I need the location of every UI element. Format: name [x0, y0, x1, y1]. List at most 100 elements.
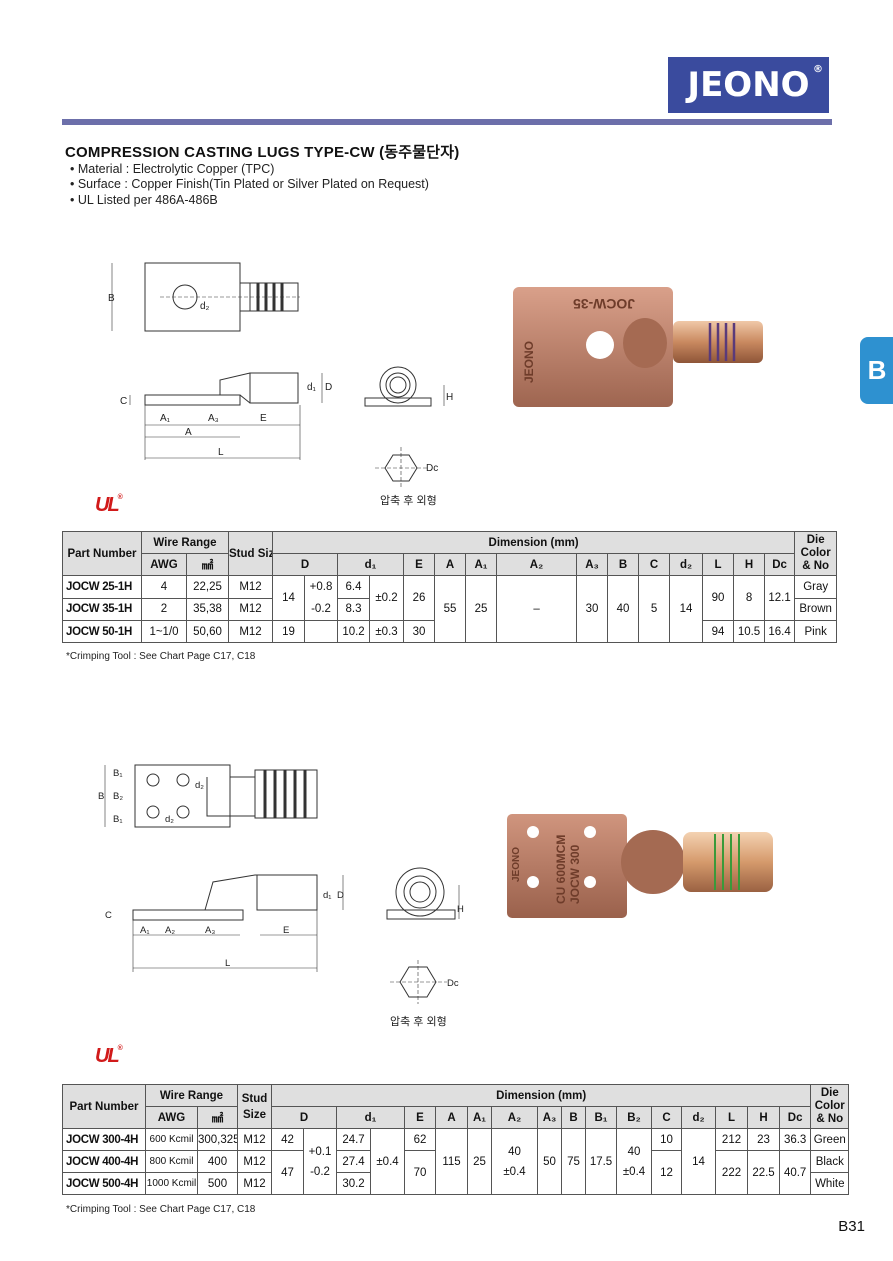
product-photo-2: CU 600MCM JOCW 300 JEONO	[507, 814, 773, 918]
label-C-2: C	[105, 910, 112, 921]
header-die-color: Die Color & No	[794, 531, 838, 576]
label-D-2: D	[337, 890, 344, 901]
header-D-2: D	[271, 1106, 338, 1129]
bullet-surface: • Surface : Copper Finish(Tin Plated or …	[70, 177, 429, 191]
header-B: B	[607, 553, 640, 576]
label-A1: A₁	[160, 413, 171, 424]
caption-after-crimp-1: 압축 후 외형	[380, 495, 437, 507]
header-die-color-2: Die Color & No	[810, 1084, 850, 1129]
label-B-2: B	[98, 791, 104, 802]
header-mm2: ㎟	[185, 553, 230, 576]
header-d2: d₂	[669, 553, 704, 576]
header-Dc: Dc	[764, 553, 796, 576]
spec-table-2: Part Number Wire Range Stud Size Dimensi…	[62, 1084, 850, 1195]
header-part-number: Part Number	[62, 531, 142, 576]
brand-logo: JEONO ®	[668, 57, 829, 113]
header-stud-size: Stud Size	[228, 531, 274, 576]
header-C: C	[638, 553, 671, 576]
label-d1-2: d₁	[323, 890, 332, 901]
header-d1: d₁	[337, 553, 405, 576]
header-A2: A₂	[496, 553, 578, 576]
label-d2-b: d₂	[165, 814, 174, 825]
label-B: B	[108, 293, 115, 304]
photo2-engraving-1: CU 600MCM	[554, 835, 568, 904]
label-A1-2: A₁	[140, 925, 150, 936]
section-tab[interactable]: B	[860, 337, 893, 404]
caption-after-crimp-2: 압축 후 외형	[390, 1016, 447, 1028]
table-row: JOCW 400-4H 800 Kcmil 400 M12 47 27.4 70…	[62, 1150, 850, 1195]
footnote-2: *Crimping Tool : See Chart Page C17, C18	[66, 1204, 256, 1215]
label-H-2: H	[457, 904, 464, 915]
header-wire-range-2: Wire Range	[144, 1084, 239, 1107]
header-A3: A₃	[576, 553, 609, 576]
header-wire-range: Wire Range	[140, 531, 230, 554]
label-E-2: E	[283, 925, 289, 936]
header-A1: A₁	[465, 553, 498, 576]
header-H-2: H	[747, 1106, 781, 1129]
table-row: JOCW 500-4H 1000 Kcmil 500 M12 30.2 Whit…	[62, 1172, 850, 1195]
footnote-1: *Crimping Tool : See Chart Page C17, C18	[66, 651, 256, 662]
label-A3: A₃	[208, 413, 219, 424]
page-number: B31	[838, 1218, 865, 1235]
product-photo-1: JOCW-35 JEONO	[513, 287, 763, 407]
label-A: A	[185, 427, 192, 438]
header-A: A	[434, 553, 467, 576]
header-E: E	[403, 553, 436, 576]
spec-table-1: Part Number Wire Range Stud Size Dimensi…	[62, 531, 838, 643]
label-D: D	[325, 382, 332, 393]
brand-reg-mark: ®	[813, 64, 823, 75]
header-stud-size-2: Stud Size	[237, 1084, 273, 1129]
table-row: JOCW 50-1H 1~1/0 50,60 M12 19 10.2 ±0.3 …	[62, 620, 838, 643]
label-L-2: L	[225, 958, 230, 969]
label-Dc: Dc	[426, 463, 438, 474]
header-A3-2: A₃	[537, 1106, 563, 1129]
label-C: C	[120, 396, 127, 407]
bullet-ul: • UL Listed per 486A-486B	[70, 193, 218, 207]
bullet-material: • Material : Electrolytic Copper (TPC)	[70, 162, 275, 176]
header-D: D	[272, 553, 339, 576]
label-A3-2: A₃	[205, 925, 215, 936]
header-A2-2: A₂	[491, 1106, 539, 1129]
header-awg: AWG	[141, 553, 187, 576]
brand-name: JEONO	[687, 65, 810, 105]
photo1-engraving-side: JEONO	[522, 341, 536, 383]
label-d2: d₂	[200, 301, 210, 312]
label-B1-top: B₁	[113, 768, 123, 779]
header-A-2: A	[435, 1106, 469, 1129]
label-d2-a: d₂	[195, 780, 204, 791]
photo1-engraving-top: JOCW-35	[573, 296, 635, 312]
label-Dc-2: Dc	[447, 978, 459, 989]
label-L: L	[218, 447, 224, 458]
ul-logo-icon: UL®	[95, 1045, 123, 1067]
header-A1-2: A₁	[467, 1106, 493, 1129]
table-row: JOCW 35-1H 2 35,38 M12 8.3 Brown	[62, 597, 838, 621]
header-H: H	[733, 553, 766, 576]
technical-drawing-2: B₁ B B₂ B₁ d₂ d₂ C A₁ A₂ A₃ E L d₁ D H D…	[98, 764, 464, 1004]
header-part-number-2: Part Number	[62, 1084, 146, 1129]
header-dimension: Dimension (mm)	[272, 531, 796, 554]
header-d1-2: d₁	[336, 1106, 406, 1129]
page-title: COMPRESSION CASTING LUGS TYPE-CW (동주물단자)	[65, 144, 460, 161]
label-B2: B₂	[113, 791, 123, 802]
header-B2-2: B₂	[616, 1106, 653, 1129]
label-E: E	[260, 413, 267, 424]
header-E-2: E	[404, 1106, 437, 1129]
table-row: JOCW 300-4H 600 Kcmil 300,325 M12 42 +0.…	[62, 1128, 850, 1195]
header-B1-2: B₁	[585, 1106, 618, 1129]
header-rule	[62, 119, 832, 125]
label-H: H	[446, 392, 453, 403]
header-L-2: L	[715, 1106, 749, 1129]
header-B-2: B	[561, 1106, 587, 1129]
header-mm2-2: ㎟	[196, 1106, 239, 1129]
label-A2-2: A₂	[165, 925, 175, 936]
label-B1-bottom: B₁	[113, 814, 123, 825]
header-L: L	[702, 553, 735, 576]
header-dimension-2: Dimension (mm)	[271, 1084, 812, 1107]
ul-logo-icon: UL®	[95, 494, 123, 516]
header-d2-2: d₂	[681, 1106, 717, 1129]
header-awg-2: AWG	[145, 1106, 198, 1129]
technical-drawing-1: B d₂ C A₁ A₃ E A L d₁ D H Dc	[108, 262, 453, 487]
header-Dc-2: Dc	[779, 1106, 812, 1129]
photo2-engraving-side: JEONO	[511, 847, 522, 882]
table-row: JOCW 25-1H 4 22,25 M12 14 +0.8-0.2 6.4 ±…	[62, 575, 838, 643]
